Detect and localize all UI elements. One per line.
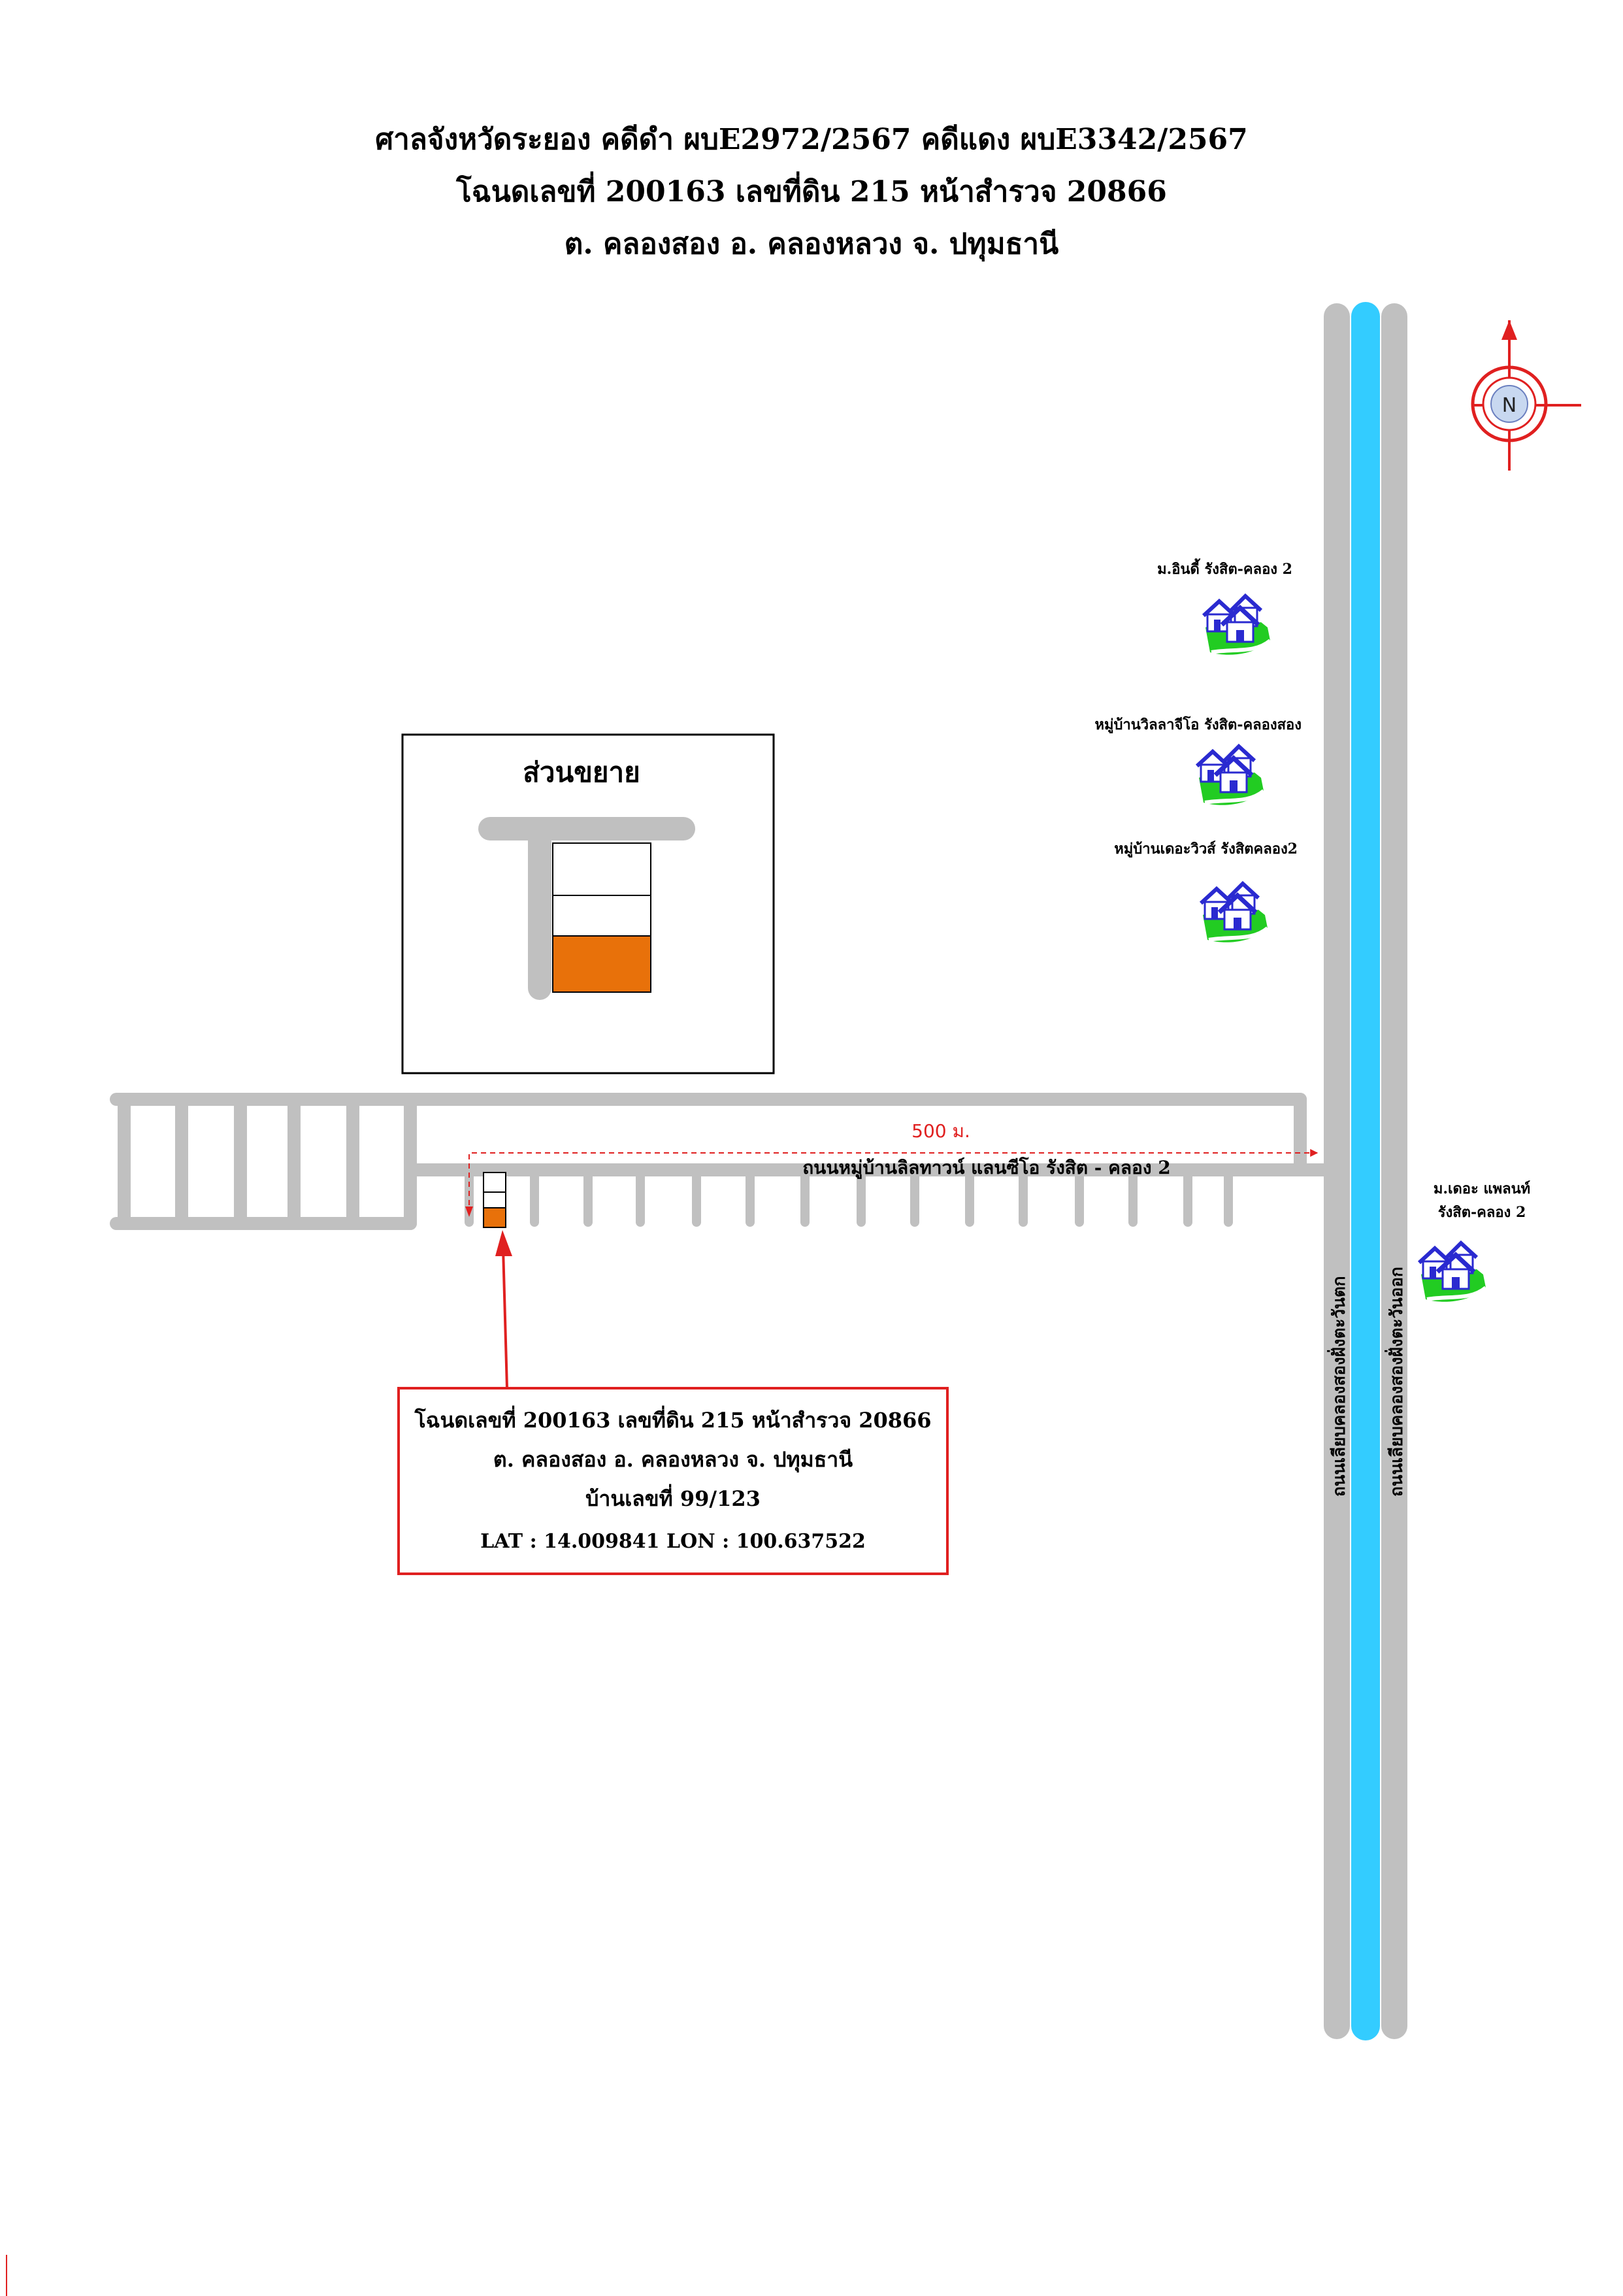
village-label: รังสิต-คลอง 2 xyxy=(1438,1204,1526,1221)
distance-marker: 500 ม. xyxy=(465,1120,1319,1217)
header-line-3: ต. คลองสอง อ. คลองหลวง จ. ปทุมธานี xyxy=(564,227,1059,261)
village-indy: ม.อินดี้ รังสิต-คลอง 2 xyxy=(1157,558,1292,655)
village-the-plant: ม.เดอะ แพลนท์ รังสิต-คลอง 2 xyxy=(1419,1180,1530,1302)
info-coordinates: LAT : 14.009841 LON : 100.637522 xyxy=(480,1530,866,1553)
pointer-arrow-icon xyxy=(495,1230,512,1389)
house-village-icon xyxy=(1204,596,1270,655)
village-the-views: หมู่บ้านเดอะวิวส์ รังสิตคลอง2 xyxy=(1114,840,1298,942)
plot-info-box: โฉนดเลขที่ 200163 เลขที่ดิน 215 หน้าสำรว… xyxy=(397,1387,949,1575)
info-deed-line: โฉนดเลขที่ 200163 เลขที่ดิน 215 หน้าสำรว… xyxy=(414,1405,931,1433)
inset-title: ส่วนขยาย xyxy=(523,756,640,788)
upper-road-network xyxy=(110,1093,1307,1230)
compass-north-label: N xyxy=(1502,394,1516,417)
inset-target-plot xyxy=(552,935,651,993)
inset-enlarged-view: ส่วนขยาย xyxy=(401,733,775,1074)
main-road-label: ถนนหมู่บ้านลิลทาวน์ แลนซีโอ รังสิต - คลอ… xyxy=(802,1156,1171,1179)
village-villaggio: หมู่บ้านวิลลาจีโอ รังสิต-คลองสอง xyxy=(1094,716,1302,805)
east-road-label: ถนนเลียบคลองสองฝั่งตะวันออก xyxy=(1384,1267,1407,1497)
header-line-1: ศาลจังหวัดระยอง คดีดำ ผบE2972/2567 คดีแด… xyxy=(375,123,1248,156)
header-line-2: โฉนดเลขที่ 200163 เลขที่ดิน 215 หน้าสำรว… xyxy=(456,175,1167,208)
village-label: หมู่บ้านวิลลาจีโอ รังสิต-คลองสอง xyxy=(1094,716,1302,734)
target-plot xyxy=(483,1172,506,1228)
village-label: ม.อินดี้ รังสิต-คลอง 2 xyxy=(1157,558,1292,578)
distance-label: 500 ม. xyxy=(911,1120,970,1142)
house-village-icon xyxy=(1201,884,1268,942)
canal-khlong-song xyxy=(1324,302,1407,2040)
village-label: ม.เดอะ แพลนท์ xyxy=(1434,1180,1530,1197)
info-location-line: ต. คลองสอง อ. คลองหลวง จ. ปทุมธานี xyxy=(493,1447,853,1473)
compass-rose-icon: N xyxy=(1471,320,1581,471)
main-village-road xyxy=(409,1163,1330,1227)
house-village-icon xyxy=(1419,1243,1486,1302)
west-road-label: ถนนเลียบคลองสองฝั่งตะวันตก xyxy=(1326,1276,1349,1497)
house-village-icon xyxy=(1197,746,1264,805)
village-label: หมู่บ้านเดอะวิวส์ รังสิตคลอง2 xyxy=(1114,840,1298,858)
info-house-number: บ้านเลขที่ 99/123 xyxy=(585,1484,761,1511)
